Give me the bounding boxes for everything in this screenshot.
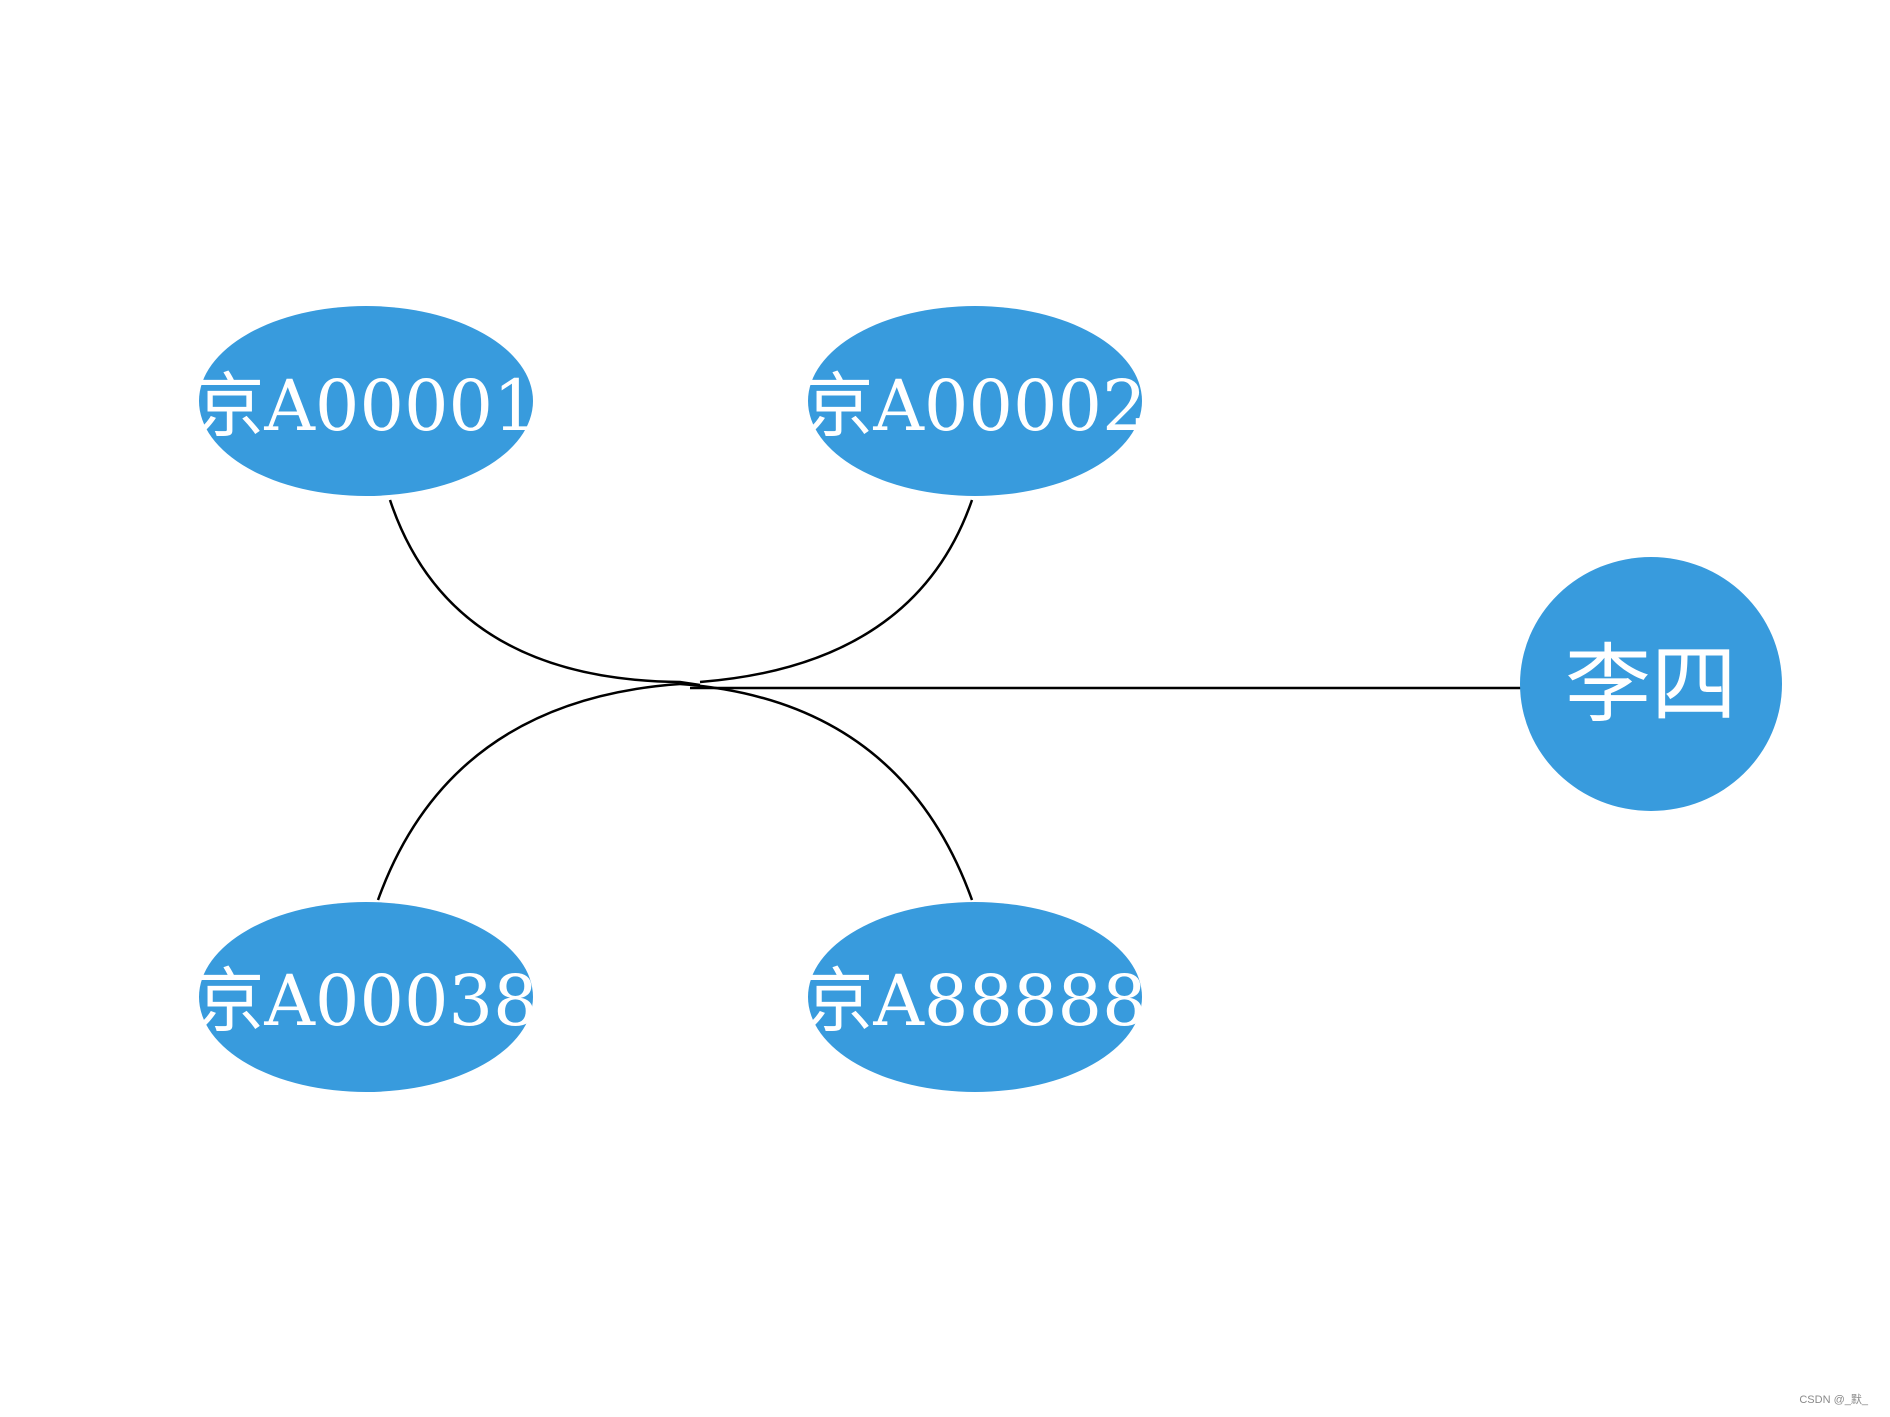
node-plate-2: 京A00002: [803, 306, 1147, 496]
node-plate-2-label: 京A00002: [803, 365, 1146, 447]
node-plate-2-shape: [808, 306, 1142, 496]
edge-plate-38-to-owner: [376, 682, 681, 901]
node-owner-label: 李四: [1565, 635, 1737, 735]
node-plate-8-shape: [808, 902, 1142, 1092]
node-plate-1-label: 京A00001: [194, 365, 537, 447]
node-plate-1-shape: [199, 306, 533, 496]
node-plate-8-label: 京A88888: [803, 960, 1146, 1042]
node-plate-38: 京A00038: [194, 902, 538, 1092]
node-plate-8: 京A88888: [803, 902, 1147, 1092]
edges: [376, 499, 1521, 901]
node-owner: 李四: [1520, 557, 1782, 811]
edge-plate-1-to-owner: [388, 499, 701, 687]
watermark: CSDN @_默_: [1799, 1394, 1868, 1406]
node-plate-38-label: 京A00038: [194, 960, 537, 1042]
edge-plate-8-to-owner: [679, 682, 974, 901]
node-owner-shape: [1520, 557, 1782, 811]
edge-plate-2-to-owner: [699, 499, 974, 684]
node-plate-1: 京A00001: [194, 306, 538, 496]
node-plate-38-shape: [199, 902, 533, 1092]
